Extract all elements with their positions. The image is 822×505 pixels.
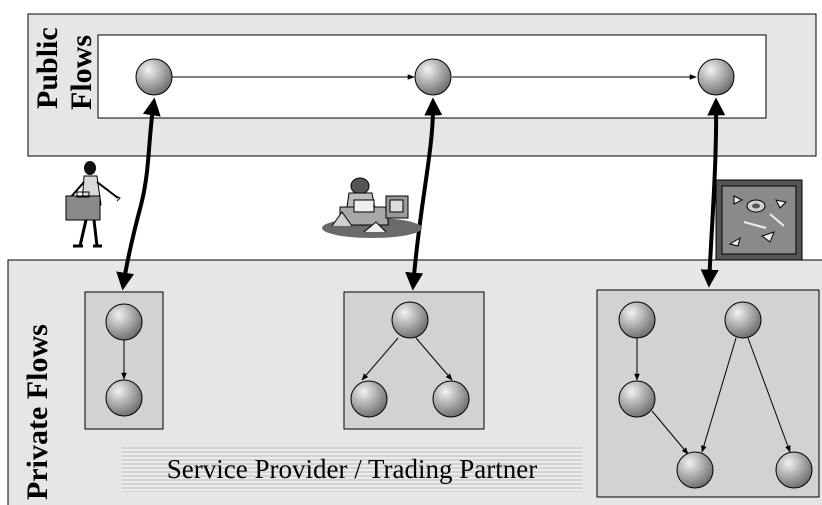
- private-flows-label: Private Flows: [21, 324, 54, 500]
- private-node: [618, 301, 656, 339]
- connector-left: [116, 97, 161, 291]
- public-node: [697, 58, 735, 96]
- private-node: [432, 380, 470, 418]
- service-provider-label: Service Provider / Trading Partner: [122, 447, 582, 492]
- private-arrow-mid-b: [415, 337, 453, 381]
- businessman-briefcase-icon: [65, 161, 121, 248]
- private-node: [775, 451, 813, 489]
- public-node: [135, 58, 173, 96]
- public-node: [414, 58, 452, 96]
- private-node: [676, 451, 714, 489]
- private-arrow-right-c: [701, 337, 737, 453]
- private-node: [105, 379, 143, 417]
- private-node: [618, 380, 656, 418]
- office-worker-desk-icon: [322, 177, 422, 238]
- public-flows-label-line2: Flows: [65, 35, 98, 110]
- connector-right: [700, 97, 726, 288]
- private-node: [391, 301, 429, 339]
- private-arrow-mid-a: [361, 337, 399, 381]
- private-arrow-right-b: [651, 410, 689, 455]
- private-node: [724, 301, 762, 339]
- private-arrow-right-d: [747, 337, 791, 453]
- connector-middle: [405, 97, 443, 291]
- map-navigation-icon: [715, 179, 803, 261]
- public-flows-label-line1: Public: [31, 27, 64, 109]
- private-node: [105, 303, 143, 341]
- private-node: [350, 380, 388, 418]
